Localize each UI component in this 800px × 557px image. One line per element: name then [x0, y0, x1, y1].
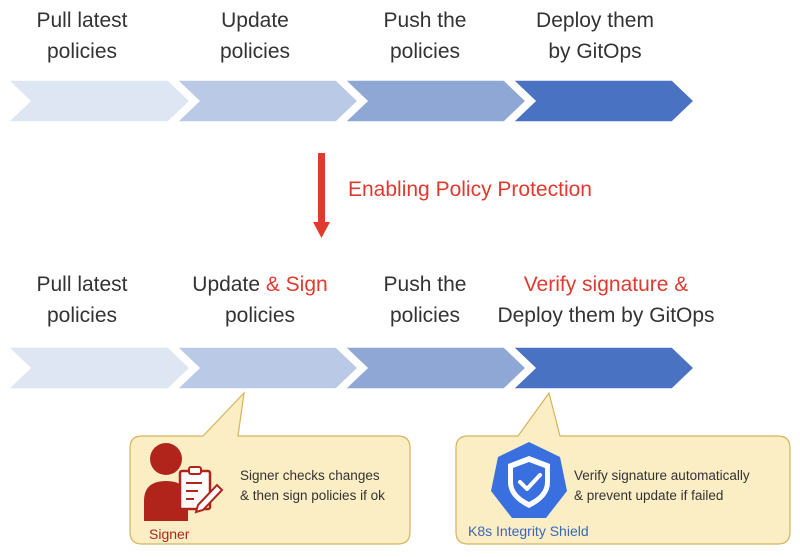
top-chevron-4 [511, 79, 696, 123]
top-stage-1-line1: Pull latest [36, 9, 128, 32]
bottom-stage-2-line2: policies [224, 304, 296, 327]
bottom-stage-1-line2: policies [46, 304, 118, 327]
top-chevron-3 [343, 79, 528, 123]
bottom-stage-4-line1: Verify signature & [523, 273, 689, 296]
bottom-stage-2-line1: Update & Sign [180, 269, 340, 300]
top-process-arrow [6, 79, 696, 123]
top-stage-3-label: Push the policies [365, 5, 485, 67]
k8s-shield-icon [491, 442, 567, 518]
shield-callout-line1: Verify signature automatically [574, 468, 750, 483]
bottom-stage-1-label: Pull latest policies [22, 269, 142, 331]
top-stage-4-line1: Deploy them [536, 9, 654, 32]
bottom-stage-4-line2: Deploy them by GitOps [497, 304, 715, 327]
bottom-stage-2-label: Update & Sign policies [180, 269, 340, 331]
bottom-stage-3-label: Push the policies [365, 269, 485, 331]
bottom-stage-1-line1: Pull latest [36, 273, 128, 296]
signer-callout-line2: & then sign policies if ok [240, 488, 385, 503]
bottom-chevron-3 [343, 346, 528, 390]
bottom-chevron-1 [6, 346, 192, 390]
bottom-chevron-2 [175, 346, 360, 390]
top-stage-2-line2: policies [219, 40, 291, 63]
top-stage-3-line1: Push the [383, 9, 467, 32]
top-stage-4-label: Deploy them by GitOps [510, 5, 680, 67]
top-stage-4-line2: by GitOps [548, 40, 642, 63]
bottom-chevron-4 [511, 346, 696, 390]
bottom-stage-2-update-text: Update [192, 273, 260, 296]
top-chevron-2 [175, 79, 360, 123]
top-chevron-1 [6, 79, 192, 123]
shield-callout-line2: & prevent update if failed [574, 488, 724, 503]
top-stage-2-line1: Update [221, 9, 289, 32]
signer-person-icon [144, 443, 224, 521]
top-stage-1-label: Pull latest policies [22, 5, 142, 67]
top-stage-1-line2: policies [46, 40, 118, 63]
shield-callout-text: Verify signature automatically & prevent… [574, 466, 750, 506]
down-arrow-icon [313, 153, 330, 238]
signer-callout-text: Signer checks changes & then sign polici… [240, 466, 385, 506]
bottom-stage-2-sign-text: & Sign [260, 273, 328, 296]
top-stage-2-label: Update policies [195, 5, 315, 67]
shield-caption: K8s Integrity Shield [468, 523, 589, 539]
bottom-stage-4-label: Verify signature & Deploy them by GitOps [486, 269, 726, 331]
signer-callout-line1: Signer checks changes [240, 468, 380, 483]
transition-label: Enabling Policy Protection [348, 178, 592, 201]
bottom-stage-3-line1: Push the [383, 273, 467, 296]
top-stage-3-line2: policies [389, 40, 461, 63]
bottom-stage-3-line2: policies [389, 304, 461, 327]
signer-caption: Signer [149, 526, 190, 542]
bottom-process-arrow [6, 346, 696, 390]
